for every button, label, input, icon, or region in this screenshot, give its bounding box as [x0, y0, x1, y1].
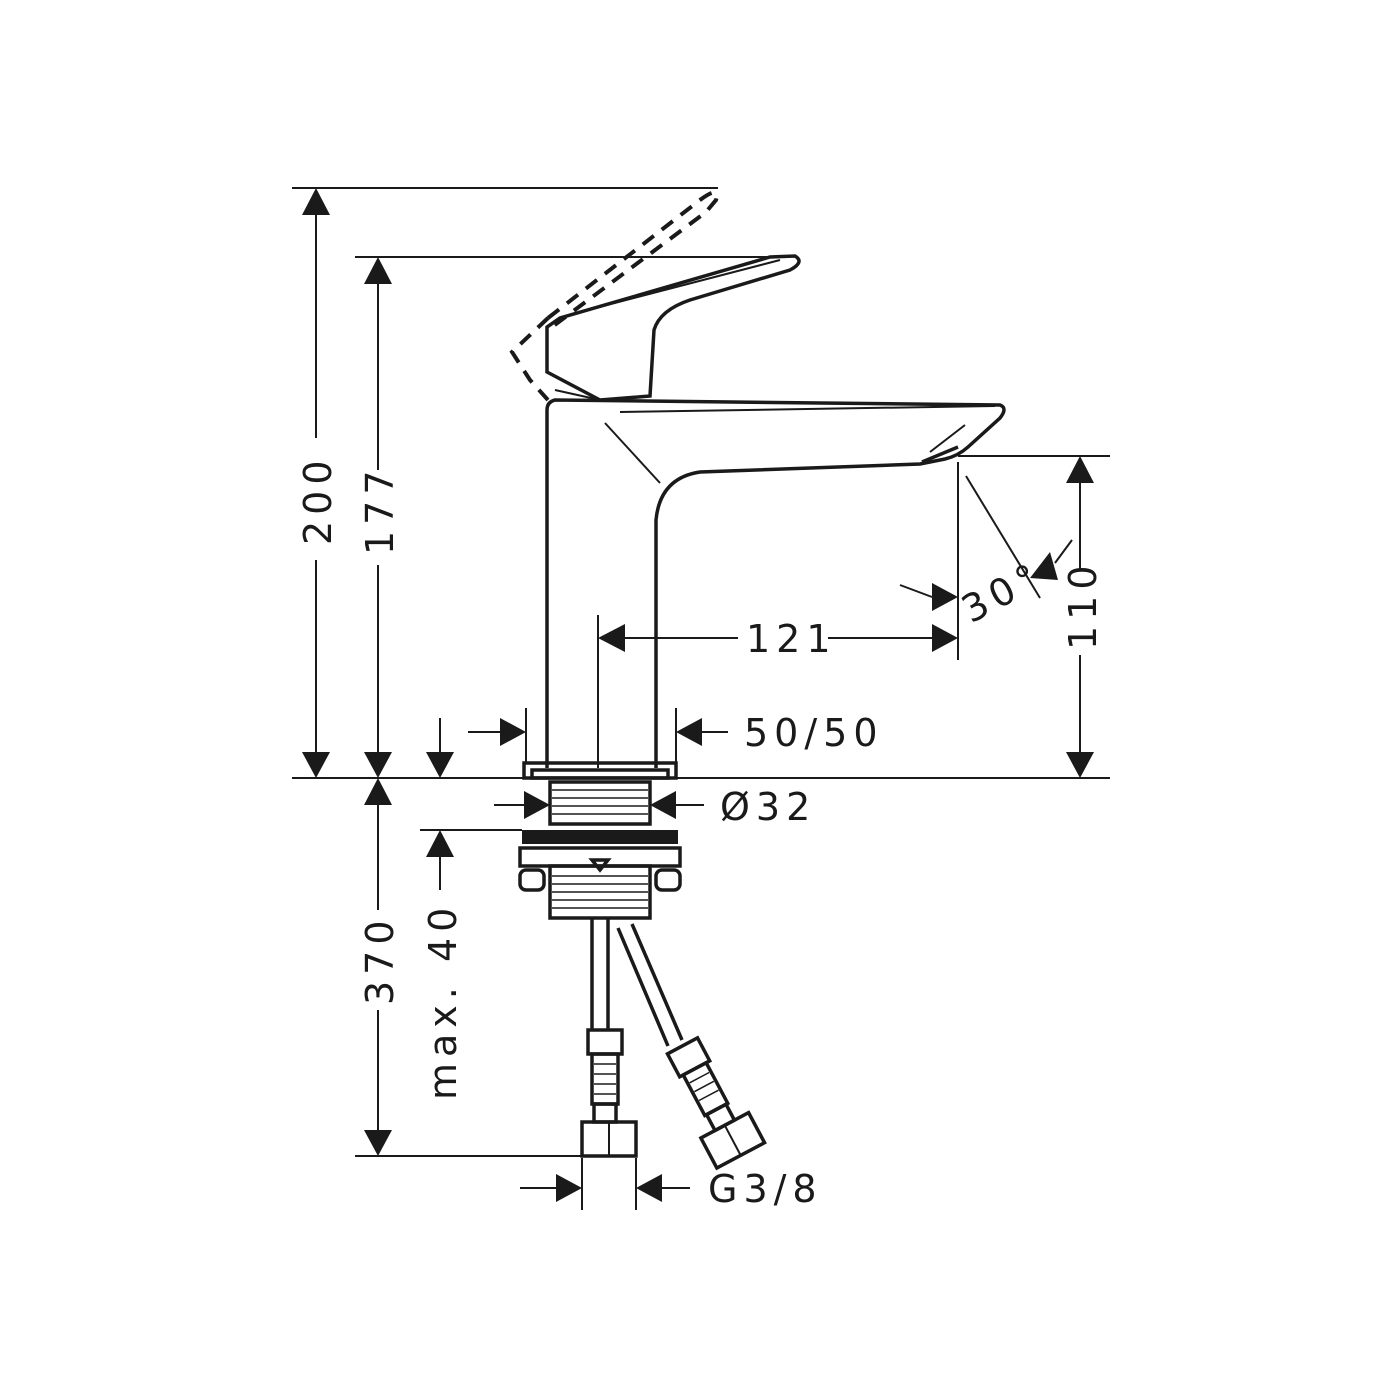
dim-370: 370 [358, 914, 402, 1005]
lever-handle [545, 254, 801, 402]
dim-121: 121 [746, 617, 837, 661]
dimension-labels: 200 177 110 121 30° 50/50 Ø32 max. 40 37… [296, 454, 1105, 1211]
supply-hoses [580, 918, 767, 1171]
dim-shank-diameter: Ø32 [720, 785, 816, 829]
mounting-base [518, 761, 682, 920]
dimension-lines [292, 187, 1110, 1210]
dim-flow-ratio: 50/50 [744, 711, 884, 755]
dim-max-label: max. [421, 981, 465, 1100]
dim-angle-30: 30° [954, 553, 1050, 632]
dim-177: 177 [358, 464, 402, 555]
dim-200: 200 [296, 454, 340, 545]
dim-max-40: 40 [421, 902, 465, 962]
lever-open-outline [509, 190, 719, 402]
faucet-body [545, 398, 1006, 768]
dim-110: 110 [1061, 559, 1105, 650]
dim-connection-g38: G3/8 [708, 1167, 823, 1211]
